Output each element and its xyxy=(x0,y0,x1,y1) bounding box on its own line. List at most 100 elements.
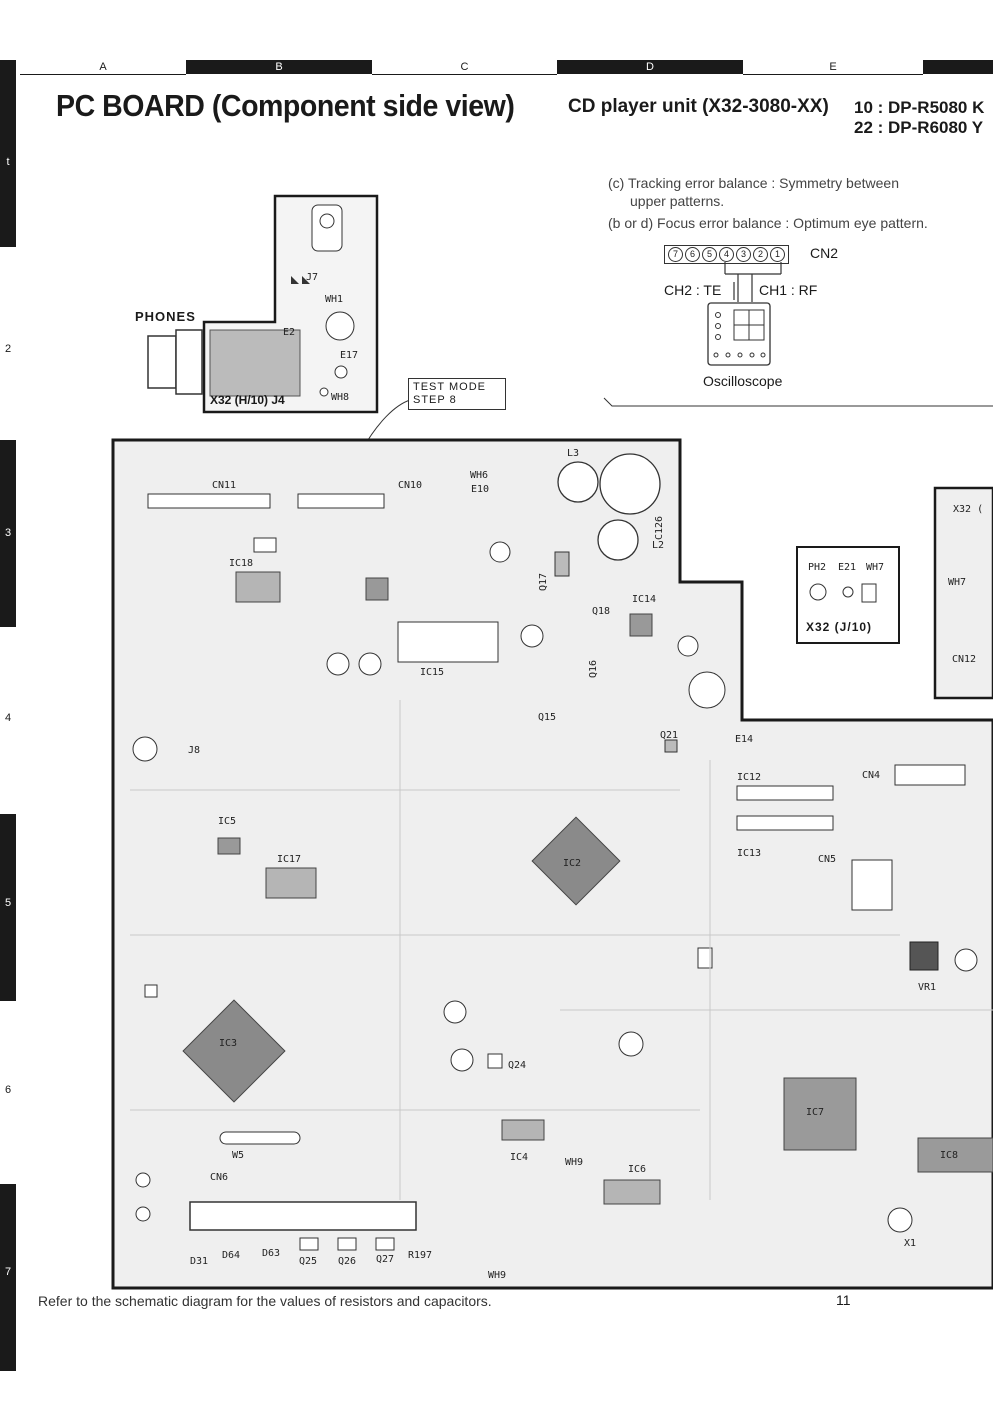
part-cn11: CN11 xyxy=(212,480,236,491)
sub-board-label: X32 (J/10) xyxy=(806,620,873,634)
ruler-column-d: D xyxy=(557,60,743,74)
part-r197: R197 xyxy=(408,1250,432,1261)
part-vr1: VR1 xyxy=(918,982,936,993)
cn2-pin: 1 xyxy=(770,247,785,262)
part-d63: D63 xyxy=(262,1248,280,1259)
part-wh6: WH6 xyxy=(470,470,488,481)
part-e14: E14 xyxy=(735,734,753,745)
divider-line xyxy=(603,397,993,407)
part-wh7: WH7 xyxy=(866,562,884,573)
ruler-column-e: E xyxy=(743,60,923,75)
row-number-6: 6 xyxy=(4,1084,12,1096)
ruler-column-c: C xyxy=(372,60,557,75)
footer-note: Refer to the schematic diagram for the v… xyxy=(38,1293,492,1309)
phones-board-id: X32 (H/10) J4 xyxy=(210,393,285,407)
row-block-1 xyxy=(0,60,16,247)
part-q27: Q27 xyxy=(376,1254,394,1265)
test-mode-callout: TEST MODE STEP 8 xyxy=(408,378,506,410)
part-ic3: IC3 xyxy=(219,1038,237,1049)
part-d64: D64 xyxy=(222,1250,240,1261)
part-l2: L2 xyxy=(652,540,664,551)
cn2-label: CN2 xyxy=(810,245,839,261)
ch2-label: CH2 : TE xyxy=(664,282,722,298)
part-e2: E2 xyxy=(283,327,295,338)
part-q17: Q17 xyxy=(538,573,549,591)
page-title: PC BOARD (Component side view) xyxy=(56,88,515,123)
column-ruler: A B C D E xyxy=(20,60,993,75)
part-ic5: IC5 xyxy=(218,816,236,827)
part-cn4: CN4 xyxy=(862,770,880,781)
part-q25: Q25 xyxy=(299,1256,317,1267)
row-number-1: t xyxy=(6,156,10,168)
cn2-connector: 7 6 5 4 3 2 1 xyxy=(664,245,789,264)
part-c126: C126 xyxy=(654,516,665,540)
row-number-7: 7 xyxy=(4,1266,12,1278)
part-ic13: IC13 xyxy=(737,848,761,859)
part-wh9-bottom: WH9 xyxy=(488,1270,506,1281)
part-e17: E17 xyxy=(340,350,358,361)
main-board: X32 ( WH7 CN12 xyxy=(111,438,993,1290)
part-cn5: CN5 xyxy=(818,854,836,865)
part-x32: X32 ( xyxy=(953,504,983,515)
part-w5: W5 xyxy=(232,1150,244,1161)
model-2: 22 : DP-R6080 Y xyxy=(854,118,984,137)
row-ruler: t 2 3 4 5 6 7 xyxy=(0,60,16,1371)
part-ic6: IC6 xyxy=(628,1164,646,1175)
note-tracking-line-1: (c) Tracking error balance : Symmetry be… xyxy=(608,175,899,191)
row-number-3: 3 xyxy=(4,527,12,539)
part-q18: Q18 xyxy=(592,606,610,617)
ruler-column-a: A xyxy=(20,60,186,75)
ch1-label: CH1 : RF xyxy=(759,282,818,298)
phones-board: J7 WH1 E2 E17 WH8 xyxy=(147,194,379,414)
part-cn12: CN12 xyxy=(952,654,976,665)
row-block-7 xyxy=(0,1184,16,1371)
cn2-pin: 7 xyxy=(668,247,683,262)
ruler-column-f-edge xyxy=(923,60,993,74)
part-d31: D31 xyxy=(190,1256,208,1267)
unit-title: CD player unit (X32-3080-XX) xyxy=(568,96,829,117)
part-j8: J8 xyxy=(188,745,200,756)
part-q16: Q16 xyxy=(588,660,599,678)
cn2-pin: 4 xyxy=(719,247,734,262)
model-list: 10 : DP-R5080 K 22 : DP-R6080 Y xyxy=(854,98,993,138)
part-q21: Q21 xyxy=(660,730,678,741)
part-cn10: CN10 xyxy=(398,480,422,491)
cn2-pin: 5 xyxy=(702,247,717,262)
test-mode-line-2: STEP 8 xyxy=(413,394,457,406)
oscilloscope-label: Oscilloscope xyxy=(703,373,783,389)
part-ic14: IC14 xyxy=(632,594,656,605)
ruler-column-b: B xyxy=(186,60,372,74)
note-tracking: (c) Tracking error balance : Symmetry be… xyxy=(608,174,993,210)
part-ic18: IC18 xyxy=(229,558,253,569)
part-wh1: WH1 xyxy=(325,294,343,305)
part-q24: Q24 xyxy=(508,1060,526,1071)
sub-board-parts: PH2 E21 WH7 xyxy=(808,562,884,603)
row-number-5: 5 xyxy=(4,897,12,909)
model-1: 10 : DP-R5080 K xyxy=(854,98,985,117)
part-ic17: IC17 xyxy=(277,854,301,865)
part-e10: E10 xyxy=(471,484,489,495)
part-cn6: CN6 xyxy=(210,1172,228,1183)
part-ic12: IC12 xyxy=(737,772,761,783)
note-focus: (b or d) Focus error balance : Optimum e… xyxy=(608,215,928,231)
row-number-4: 4 xyxy=(4,712,12,724)
part-ph2: PH2 xyxy=(808,562,826,573)
oscilloscope-icon xyxy=(707,302,771,366)
adjustment-notes: (c) Tracking error balance : Symmetry be… xyxy=(608,174,993,236)
part-x1: X1 xyxy=(904,1238,916,1249)
part-j7: J7 xyxy=(306,272,318,283)
part-ic4: IC4 xyxy=(510,1152,528,1163)
test-mode-line-1: TEST MODE xyxy=(413,381,486,393)
cn2-pins: 7 6 5 4 3 2 1 xyxy=(664,245,789,264)
sub-board-outline xyxy=(796,546,900,644)
row-number-2: 2 xyxy=(4,343,12,355)
part-ic15: IC15 xyxy=(420,667,444,678)
part-e21: E21 xyxy=(838,562,856,573)
part-wh8: WH8 xyxy=(331,392,349,403)
phones-label: PHONES xyxy=(135,309,196,324)
note-tracking-line-2: upper patterns. xyxy=(630,193,725,209)
part-l3: L3 xyxy=(567,448,579,459)
part-wh7-right: WH7 xyxy=(948,577,966,588)
part-ic7: IC7 xyxy=(806,1107,824,1118)
